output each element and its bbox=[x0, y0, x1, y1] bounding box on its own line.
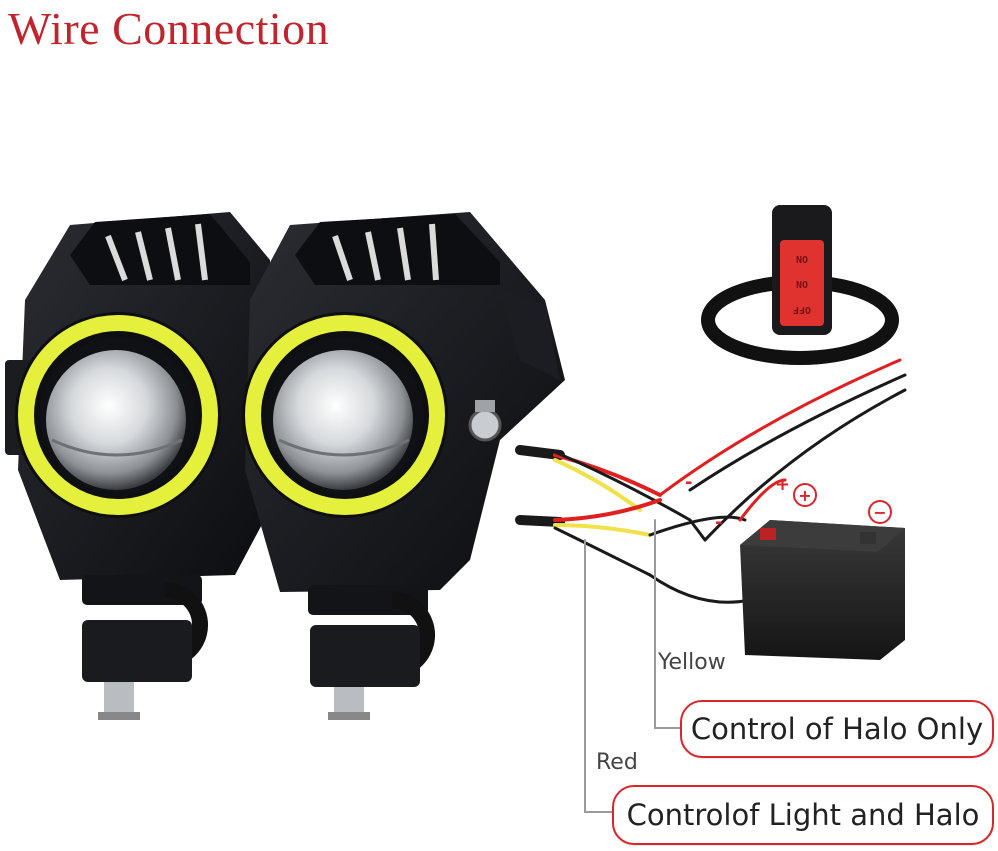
wire-plus-mark: + bbox=[775, 474, 790, 495]
battery-positive-mark: + bbox=[798, 486, 811, 505]
wire-bundle bbox=[515, 358, 907, 813]
callout-halo-only: Control of Halo Only bbox=[680, 700, 994, 758]
wire-minus-mark: - bbox=[685, 472, 692, 493]
battery-negative-mark: − bbox=[873, 503, 886, 522]
switch-position-label: ON bbox=[796, 278, 808, 289]
fog-lamp-icon bbox=[5, 212, 275, 720]
battery-icon: + − bbox=[740, 483, 905, 660]
page-title: Wire Connection bbox=[8, 3, 330, 54]
yellow-wire-label: Yellow bbox=[658, 650, 726, 675]
switch-icon: ON ON OFF bbox=[701, 205, 899, 365]
switch-position-label: OFF bbox=[793, 304, 811, 315]
switch-position-label: ON bbox=[796, 253, 808, 264]
callout-light-and-halo-text: Controlof Light and Halo bbox=[626, 798, 980, 832]
callout-halo-only-text: Control of Halo Only bbox=[690, 712, 984, 746]
wire-minus-mark: - bbox=[715, 512, 722, 533]
callout-light-and-halo: Controlof Light and Halo bbox=[612, 785, 994, 845]
red-wire-label: Red bbox=[596, 750, 638, 775]
fog-lamp-icon bbox=[242, 212, 565, 720]
